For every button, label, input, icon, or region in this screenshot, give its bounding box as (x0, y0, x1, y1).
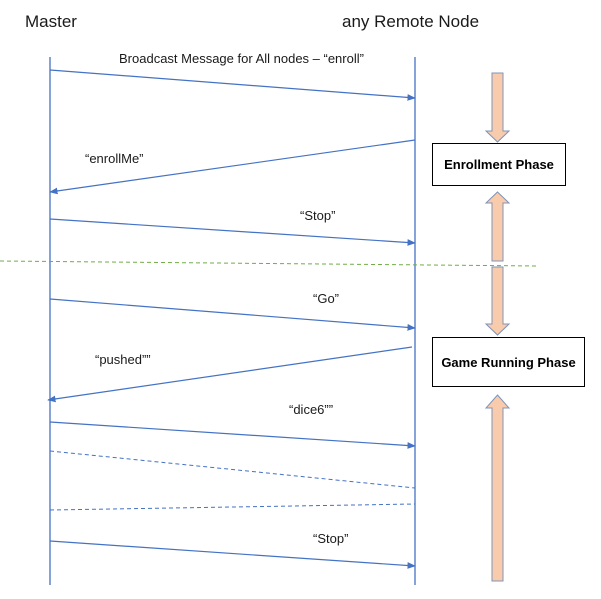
msg-dashed-line-1 (49, 450, 416, 489)
phase-arrow-down-1 (484, 72, 511, 143)
msg-dashed-line-2 (49, 503, 416, 511)
msg-label-broadcast-enroll: Broadcast Message for All nodes – “enrol… (119, 51, 364, 66)
msg-label-stop-1: “Stop” (300, 208, 336, 223)
actor-remote-node: any Remote Node (342, 12, 480, 31)
enrollment-phase-box: Enrollment Phase (432, 143, 566, 186)
phase-arrow-down-2 (484, 266, 511, 336)
msg-arrow-go (49, 298, 416, 331)
msg-label-dice6: “dice6”” (289, 402, 334, 417)
msg-arrow-stop-1 (49, 218, 416, 246)
msg-arrow-enroll (49, 69, 416, 101)
game-running-phase-box: Game Running Phase (432, 337, 585, 387)
msg-label-stop-2: “Stop” (313, 531, 349, 546)
phase-arrow-up-2 (484, 394, 511, 582)
msg-arrow-enrollme (49, 139, 416, 195)
msg-arrow-dice6 (49, 421, 416, 449)
msg-arrow-stop-2 (49, 540, 416, 569)
msg-arrow-pushed (47, 346, 413, 403)
msg-label-go: “Go” (313, 291, 339, 306)
actor-master: Master (25, 12, 77, 31)
msg-label-pushed: “pushed”” (95, 352, 151, 367)
msg-label-enrollme: “enrollMe” (85, 151, 144, 166)
phase-arrow-up-1 (484, 191, 511, 262)
phase-divider (0, 260, 539, 267)
